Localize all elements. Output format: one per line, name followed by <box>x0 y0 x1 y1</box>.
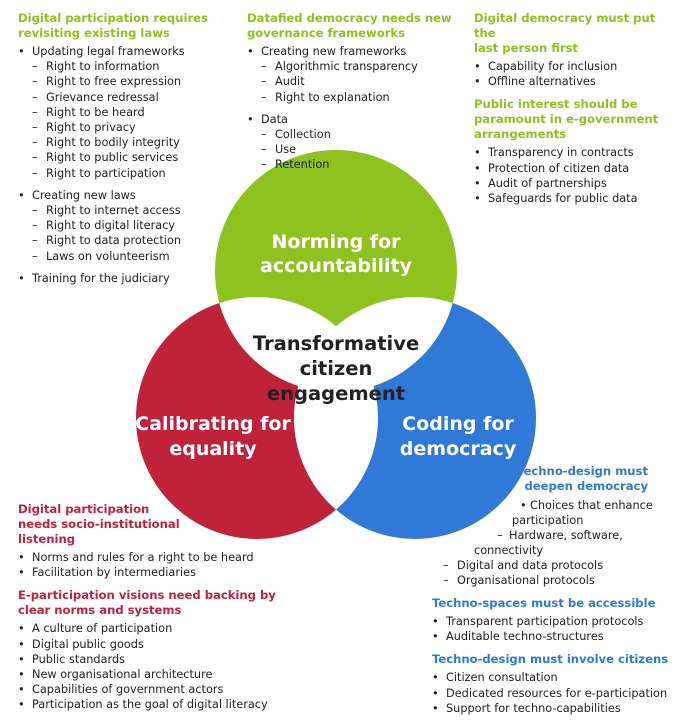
list-item: Updating legal frameworks <box>18 44 208 59</box>
top-middle-heading: Datafied democracy needs new governance … <box>247 11 452 40</box>
list-item: Use <box>247 142 452 157</box>
bottom-left-block: Digital participation needs socio-instit… <box>18 502 276 713</box>
bottom-right-heading-3: Techno-design must involve citizens <box>432 652 669 667</box>
list-item: Right to bodily integrity <box>18 135 208 150</box>
list-item: Algorithmic transparency <box>247 59 452 74</box>
center-label-line3: engagement <box>267 382 405 405</box>
list-item: Norms and rules for a right to be heard <box>18 550 276 565</box>
list-item: Safeguards for public data <box>474 191 677 206</box>
bottom-right-list-1: •Choices that enhance participation –Har… <box>0 498 677 593</box>
left-circle-label-line1: Calibrating for <box>135 413 291 435</box>
list-item: Right to information <box>18 59 208 74</box>
list-item: connectivity <box>474 544 544 557</box>
list-item: Digital public goods <box>18 637 276 652</box>
bottom-right-heading-1: Techno-design must deepen democracy <box>517 464 648 493</box>
list-item: Training for the judiciary <box>18 271 208 286</box>
top-middle-block: Datafied democracy needs new governance … <box>247 11 452 173</box>
center-label-line1: Transformative <box>253 332 419 355</box>
list-item: Transparent participation protocols <box>432 614 668 629</box>
top-right-block: Digital democracy must put the last pers… <box>474 11 677 206</box>
list-item: Audit <box>247 74 452 89</box>
list-item: Right to participation <box>18 166 208 181</box>
bottom-right-block-2: Techno-spaces must be accessible Transpa… <box>432 596 668 716</box>
list-item: participation <box>512 514 584 527</box>
list-item: Right to internet access <box>18 203 208 218</box>
list-item: Right to public services <box>18 150 208 165</box>
list-item: New organisational architecture <box>18 667 276 682</box>
list-item: –Digital and data protocols <box>443 559 604 572</box>
top-circle-label-line1: Norming for <box>271 231 401 253</box>
list-item: –Organisational protocols <box>443 574 595 587</box>
list-item: Laws on volunteerism <box>18 249 208 264</box>
list-item: Transparency in contracts <box>474 145 677 160</box>
list-item: Right to be heard <box>18 105 208 120</box>
top-right-heading-2: Public interest should be paramount in e… <box>474 97 659 142</box>
top-left-block: Digital participation requires revisitin… <box>18 11 208 286</box>
bottom-right-heading-2: Techno-spaces must be accessible <box>432 596 656 610</box>
list-item: Offline alternatives <box>474 74 677 89</box>
list-item: Participation as the goal of digital lit… <box>18 697 276 712</box>
list-item: Creating new frameworks <box>247 44 452 59</box>
list-item: Protection of citizen data <box>474 161 677 176</box>
list-item: Right to data protection <box>18 233 208 248</box>
list-item: Creating new laws <box>18 188 208 203</box>
venn-overlap <box>215 297 457 539</box>
list-item: Data <box>247 112 452 127</box>
list-item: Citizen consultation <box>432 670 668 685</box>
right-circle-label-line2: democracy <box>400 438 517 460</box>
list-item: A culture of participation <box>18 621 276 636</box>
list-item: Grievance redressal <box>18 90 208 105</box>
list-item: Retention <box>247 157 452 172</box>
list-item: Facilitation by intermediaries <box>18 565 276 580</box>
list-item: Right to digital literacy <box>18 218 208 233</box>
list-item: –Hardware, software, <box>497 529 623 542</box>
list-item: Collection <box>247 127 452 142</box>
list-item: Audit of partnerships <box>474 176 677 191</box>
list-item: Right to free expression <box>18 74 208 89</box>
top-left-list: Updating legal frameworks Right to infor… <box>18 44 208 181</box>
list-item: Public standards <box>18 652 276 667</box>
top-right-heading-1: Digital democracy must put the last pers… <box>474 11 656 55</box>
list-item: Support for techno-capabilities <box>432 701 668 716</box>
top-left-heading: Digital participation requires revisitin… <box>18 11 208 40</box>
list-item: Capability for inclusion <box>474 59 677 74</box>
list-item: Right to explanation <box>247 90 452 105</box>
right-circle-label-line1: Coding for <box>402 413 514 435</box>
left-circle-label-line2: equality <box>169 438 257 460</box>
list-item: •Choices that enhance <box>520 499 653 512</box>
bottom-left-heading-1: Digital participation needs socio-instit… <box>18 502 180 546</box>
list-item: Dedicated resources for e-participation <box>432 686 668 701</box>
center-label-line2: citizen <box>300 357 373 380</box>
bottom-left-heading-2: E-participation visions need backing by … <box>18 588 276 618</box>
top-circle-label-line2: accountability <box>260 255 413 277</box>
list-item: Auditable techno-structures <box>432 629 668 644</box>
list-item: Right to privacy <box>18 120 208 135</box>
list-item: Capabilities of government actors <box>18 682 276 697</box>
